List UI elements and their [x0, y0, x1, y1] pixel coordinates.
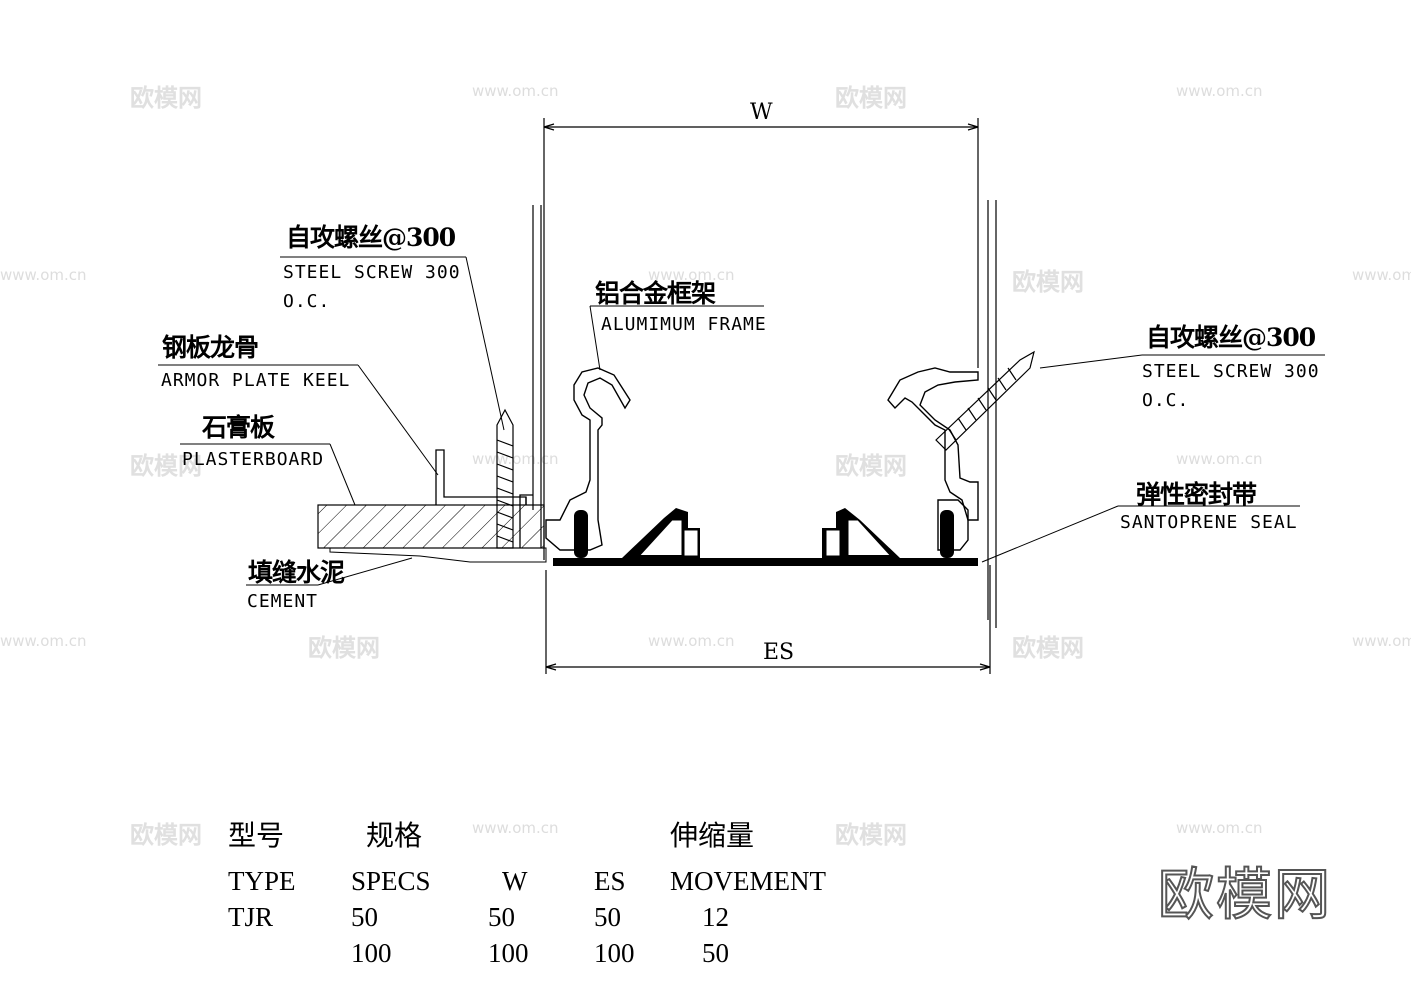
watermark-url: www.om.cn	[472, 450, 559, 468]
cement-label-cn: 填缝水泥	[248, 558, 345, 587]
table-cell-specs: 50	[351, 902, 378, 932]
screw-right-label-en: STEEL SCREW 300	[1142, 361, 1320, 382]
screw-left-label-en: STEEL SCREW 300	[283, 262, 461, 283]
keel-label-en: ARMOR PLATE KEEL	[161, 370, 351, 391]
watermark-brand: 欧模网	[835, 821, 907, 849]
steel-screw-left	[496, 408, 514, 549]
dimension-es-label: ES	[763, 640, 795, 665]
watermark-brand: 欧模网	[1012, 268, 1084, 296]
steel-screw-right	[935, 350, 1035, 451]
table-cell-es: 100	[594, 938, 635, 968]
aluminum-frame-right	[887, 367, 979, 551]
table-cell-es: 50	[594, 902, 621, 932]
watermark-url: www.om.cn	[472, 82, 559, 100]
table-cell-movement: 12	[702, 902, 729, 932]
watermark-url: www.om.cn	[0, 632, 87, 650]
watermark-brand: 欧模网	[308, 634, 380, 662]
watermark-url: www.om.cn	[0, 266, 87, 284]
watermark-url: www.om.cn	[1352, 632, 1411, 650]
watermark-brand: 欧模网	[130, 821, 202, 849]
watermark-url: www.om.cn	[1352, 266, 1411, 284]
watermark-url: www.om.cn	[1176, 82, 1263, 100]
watermark-brand: 欧模网	[835, 84, 907, 112]
dimension-w	[543, 118, 979, 560]
table-header-specs: SPECS	[351, 866, 431, 896]
seal-label-cn: 弹性密封带	[1136, 480, 1257, 509]
santoprene-seal	[553, 508, 978, 566]
dimension-es	[545, 565, 991, 674]
watermark-url: www.om.cn	[472, 819, 559, 837]
table-header-specs-cn: 规格	[366, 819, 423, 852]
frame-label-en: ALUMIMUM FRAME	[601, 314, 767, 335]
watermark-brand: 欧模网	[130, 84, 202, 112]
screw-left-label-en-oc: O.C.	[283, 291, 331, 312]
frame-label-cn: 铝合金框架	[595, 279, 716, 308]
screw-left-label-cn: 自攻螺丝@300	[286, 223, 456, 252]
aluminum-frame-left	[545, 367, 631, 551]
table-header-w: W	[502, 866, 528, 896]
table-header-type: TYPE	[228, 866, 296, 896]
leader-lines	[158, 256, 1325, 586]
wall-left	[532, 205, 542, 548]
table-cell-specs: 100	[351, 938, 392, 968]
plasterboard	[317, 504, 545, 549]
armor-plate-keel	[435, 449, 533, 548]
cement-fill	[329, 547, 547, 563]
seal-label-en: SANTOPRENE SEAL	[1120, 512, 1298, 533]
table-header-es: ES	[594, 866, 626, 896]
table-cell-w: 100	[488, 938, 529, 968]
table-header-type-cn: 型号	[228, 819, 285, 852]
watermark-url: www.om.cn	[1176, 819, 1263, 837]
watermark-url: www.om.cn	[648, 632, 735, 650]
table-header-movement: MOVEMENT	[670, 866, 826, 896]
watermark-url: www.om.cn	[1176, 450, 1263, 468]
watermark-url: www.om.cn	[648, 266, 735, 284]
watermark-brand: 欧模网	[130, 452, 202, 480]
table-cell-type: TJR	[228, 902, 274, 932]
watermark-brand: 欧模网	[1012, 634, 1084, 662]
keel-label-cn: 钢板龙骨	[162, 333, 259, 362]
brand-logo: 欧模网	[1157, 862, 1332, 929]
screw-right-label-en-oc: O.C.	[1142, 390, 1190, 411]
watermark-brand: 欧模网	[835, 452, 907, 480]
table-header-movement-cn: 伸缩量	[670, 819, 755, 852]
cement-label-en: CEMENT	[247, 591, 319, 612]
table-cell-w: 50	[488, 902, 515, 932]
dimension-w-label: W	[750, 100, 773, 125]
plaster-label-en: PLASTERBOARD	[182, 449, 325, 470]
screw-right-label-cn: 自攻螺丝@300	[1146, 323, 1316, 352]
table-cell-movement: 50	[702, 938, 729, 968]
plaster-label-cn: 石膏板	[202, 413, 275, 442]
wall-right	[987, 200, 997, 628]
